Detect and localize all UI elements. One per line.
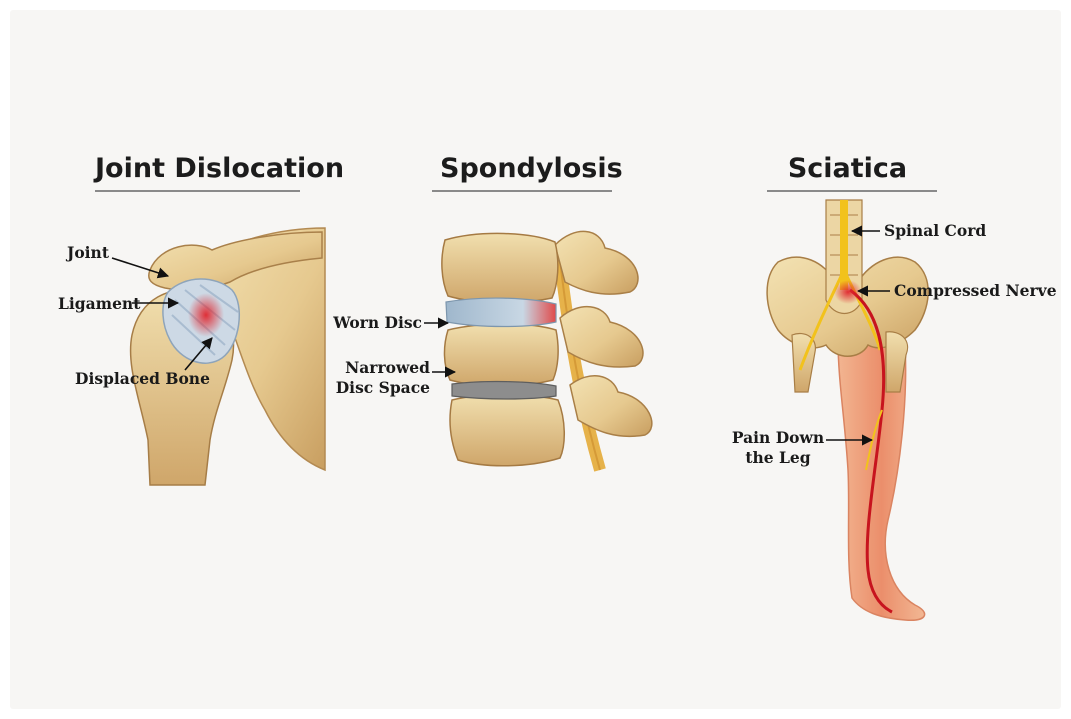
- label-narrowed: Narrowed: [330, 358, 430, 378]
- vertebra-3: [450, 395, 564, 466]
- panel-title-sciatica: Sciatica: [780, 153, 915, 184]
- pelvis-leg-nerve-illustration: [767, 200, 928, 620]
- label-disc-space: Disc Space: [330, 378, 430, 398]
- label-spinal-cord: Spinal Cord: [884, 221, 986, 241]
- vertebra-2: [444, 324, 558, 386]
- narrowed-disc: [452, 382, 556, 399]
- worn-disc: [446, 298, 556, 326]
- inflammation-glow: [188, 293, 224, 337]
- label-worn-disc: Worn Disc: [330, 313, 422, 333]
- label-joint: Joint: [67, 243, 109, 263]
- label-displaced-bone: Displaced Bone: [75, 369, 210, 389]
- spinous-process-3: [570, 376, 652, 437]
- panel-title-joint-dislocation: Joint Dislocation: [95, 153, 295, 184]
- title-underline-1: [95, 190, 300, 192]
- lumbar-spine-illustration: [424, 231, 652, 470]
- compression-glow: [834, 280, 862, 304]
- label-ligament: Ligament: [58, 294, 140, 314]
- label-compressed-nerve: Compressed Nerve: [894, 281, 1057, 301]
- shoulder-joint-illustration: [112, 228, 325, 485]
- label-the-leg: the Leg: [728, 448, 828, 468]
- title-underline-3: [767, 190, 937, 192]
- panel-title-spondylosis: Spondylosis: [440, 153, 610, 184]
- label-pain-down: Pain Down: [728, 428, 828, 448]
- vertebra-1: [442, 233, 558, 302]
- leg-skin: [838, 334, 925, 621]
- title-underline-2: [432, 190, 612, 192]
